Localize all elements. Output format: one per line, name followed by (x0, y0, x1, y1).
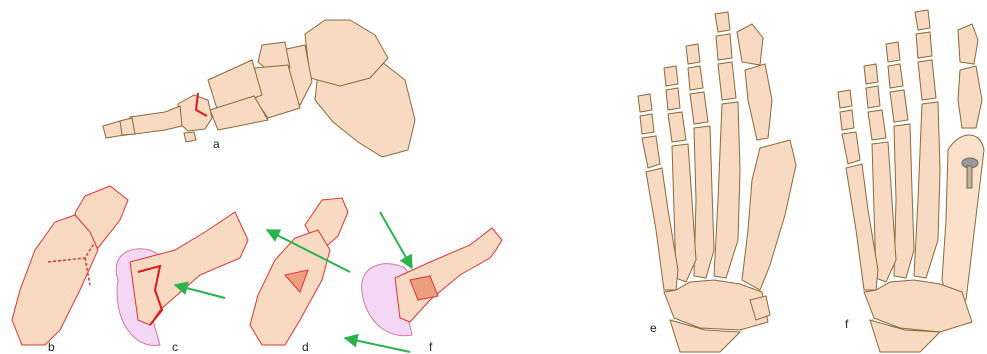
hallux-distal-phalanx (737, 24, 763, 65)
toe3-metatarsal (694, 126, 714, 278)
label-f-small: f (429, 340, 433, 354)
f-toe4-middle (866, 86, 880, 108)
toe2-metatarsal (714, 102, 740, 278)
f-toe4-distal (864, 64, 878, 84)
first-metatarsal (742, 140, 796, 290)
f-toe3-metatarsal (894, 124, 914, 278)
screw-shaft (967, 166, 972, 188)
f-toe3-distal (886, 42, 900, 62)
f-toe3-middle (888, 64, 903, 88)
panel-e-dorsal-foot (638, 12, 796, 352)
panel-a-lateral-foot (103, 20, 415, 157)
f-toe4-proximal (868, 110, 886, 140)
toe4-distal (664, 66, 678, 86)
panel-f-dorsal-foot-fixed (838, 10, 984, 352)
f-toe5-middle (840, 110, 854, 130)
f-toe2-metatarsal (914, 102, 940, 278)
first-metatarsal-head (178, 95, 212, 131)
panel-b-cut-planning (12, 186, 128, 345)
label-f-large: f (845, 317, 849, 331)
f-toe2-middle (916, 32, 932, 58)
f-toe2-distal (915, 10, 930, 30)
label-d: d (302, 340, 309, 354)
sesamoid-bone (184, 132, 196, 142)
label-e: e (650, 321, 657, 335)
bone-b-shaft (12, 215, 98, 345)
f-toe5-proximal (842, 132, 860, 164)
f-hallux-distal (958, 24, 978, 64)
bone-f-shaft (395, 228, 502, 322)
toe5-middle (640, 114, 654, 134)
panel-f-fixation-small (345, 212, 502, 352)
toe2-proximal (718, 62, 736, 100)
hallux-proximal-phalanx (745, 64, 772, 140)
toe5-proximal (642, 136, 660, 168)
arrow-f-bottom (345, 338, 410, 352)
toe2-distal (715, 12, 730, 32)
toe3-middle (688, 66, 703, 90)
f-hallux-proximal (958, 66, 982, 128)
toe-tip-bone (120, 118, 135, 135)
f-toe3-proximal (890, 90, 908, 122)
toe2-middle (716, 34, 732, 60)
toe3-distal (686, 44, 700, 64)
f-toe2-proximal (918, 60, 936, 100)
label-a: a (213, 137, 220, 151)
toe4-middle (666, 88, 680, 110)
toe4-proximal (668, 112, 686, 142)
arrow-c (175, 285, 225, 298)
arrow-f-top (380, 212, 412, 268)
label-c: c (172, 340, 178, 354)
f-toe5-distal (838, 90, 852, 108)
proximal-phalanx (130, 106, 182, 134)
panel-d-rotation (250, 198, 350, 345)
label-b: b (48, 340, 55, 354)
panel-c-displacement (116, 212, 248, 346)
toe3-proximal (690, 92, 708, 124)
toe5-distal (638, 94, 652, 112)
bone-d-shaft (250, 230, 330, 345)
